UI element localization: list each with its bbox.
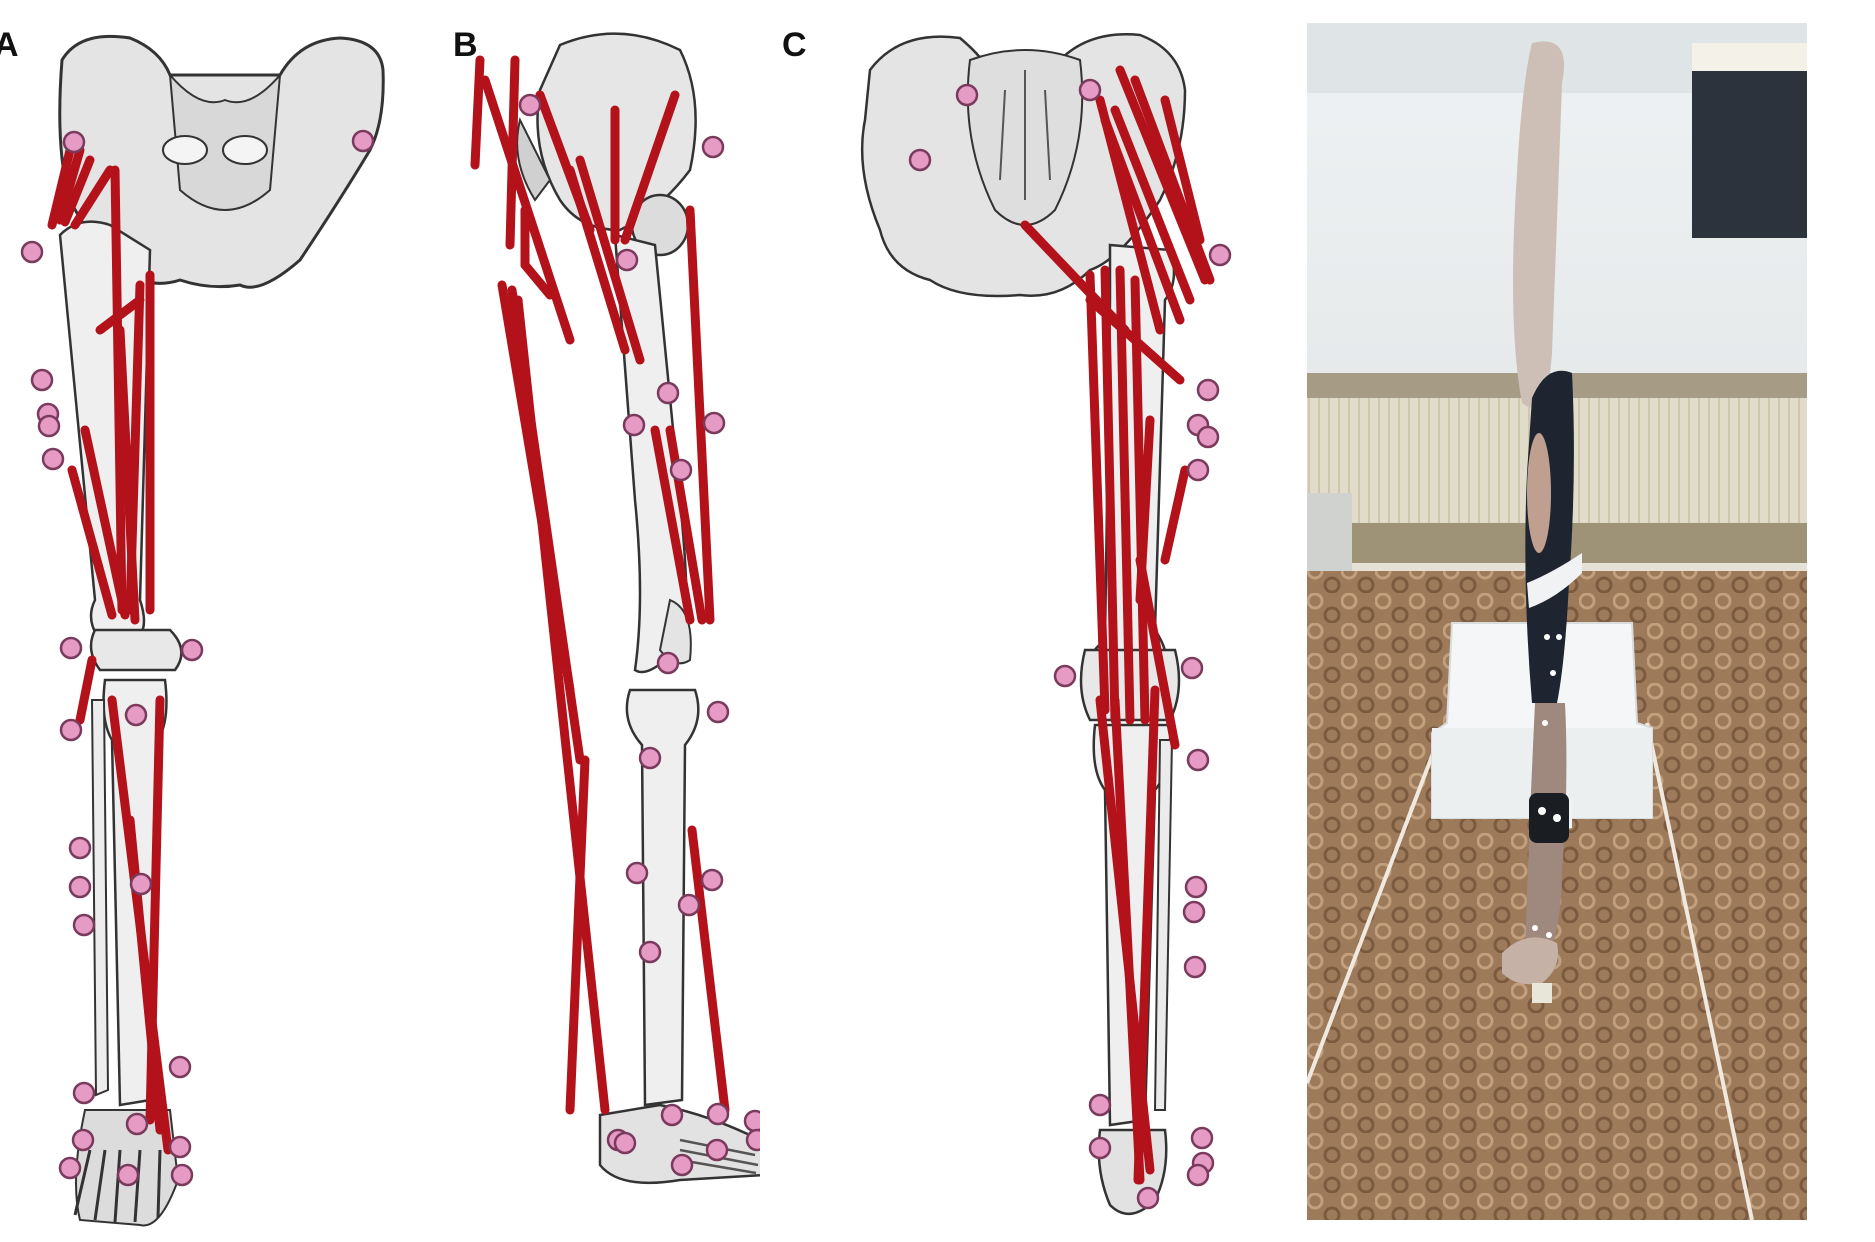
skeleton-anterior-illustration bbox=[20, 34, 385, 1227]
panel-a: A bbox=[0, 0, 420, 1242]
marker-set-c bbox=[908, 78, 1232, 1210]
marker-set-b bbox=[518, 93, 760, 1177]
skeleton-lateral-illustration bbox=[470, 32, 760, 1185]
panel-label-c: C bbox=[782, 26, 807, 64]
subject-photo-illustration bbox=[1307, 23, 1807, 1220]
panel-label-a: A bbox=[0, 26, 19, 64]
skeleton-posterior-illustration bbox=[860, 33, 1232, 1215]
panel-b: B bbox=[420, 0, 760, 1242]
panel-label-b: B bbox=[453, 26, 478, 64]
panel-c: C bbox=[760, 0, 1260, 1242]
subject-photograph bbox=[1307, 23, 1807, 1220]
marker-set-a bbox=[20, 129, 375, 1187]
